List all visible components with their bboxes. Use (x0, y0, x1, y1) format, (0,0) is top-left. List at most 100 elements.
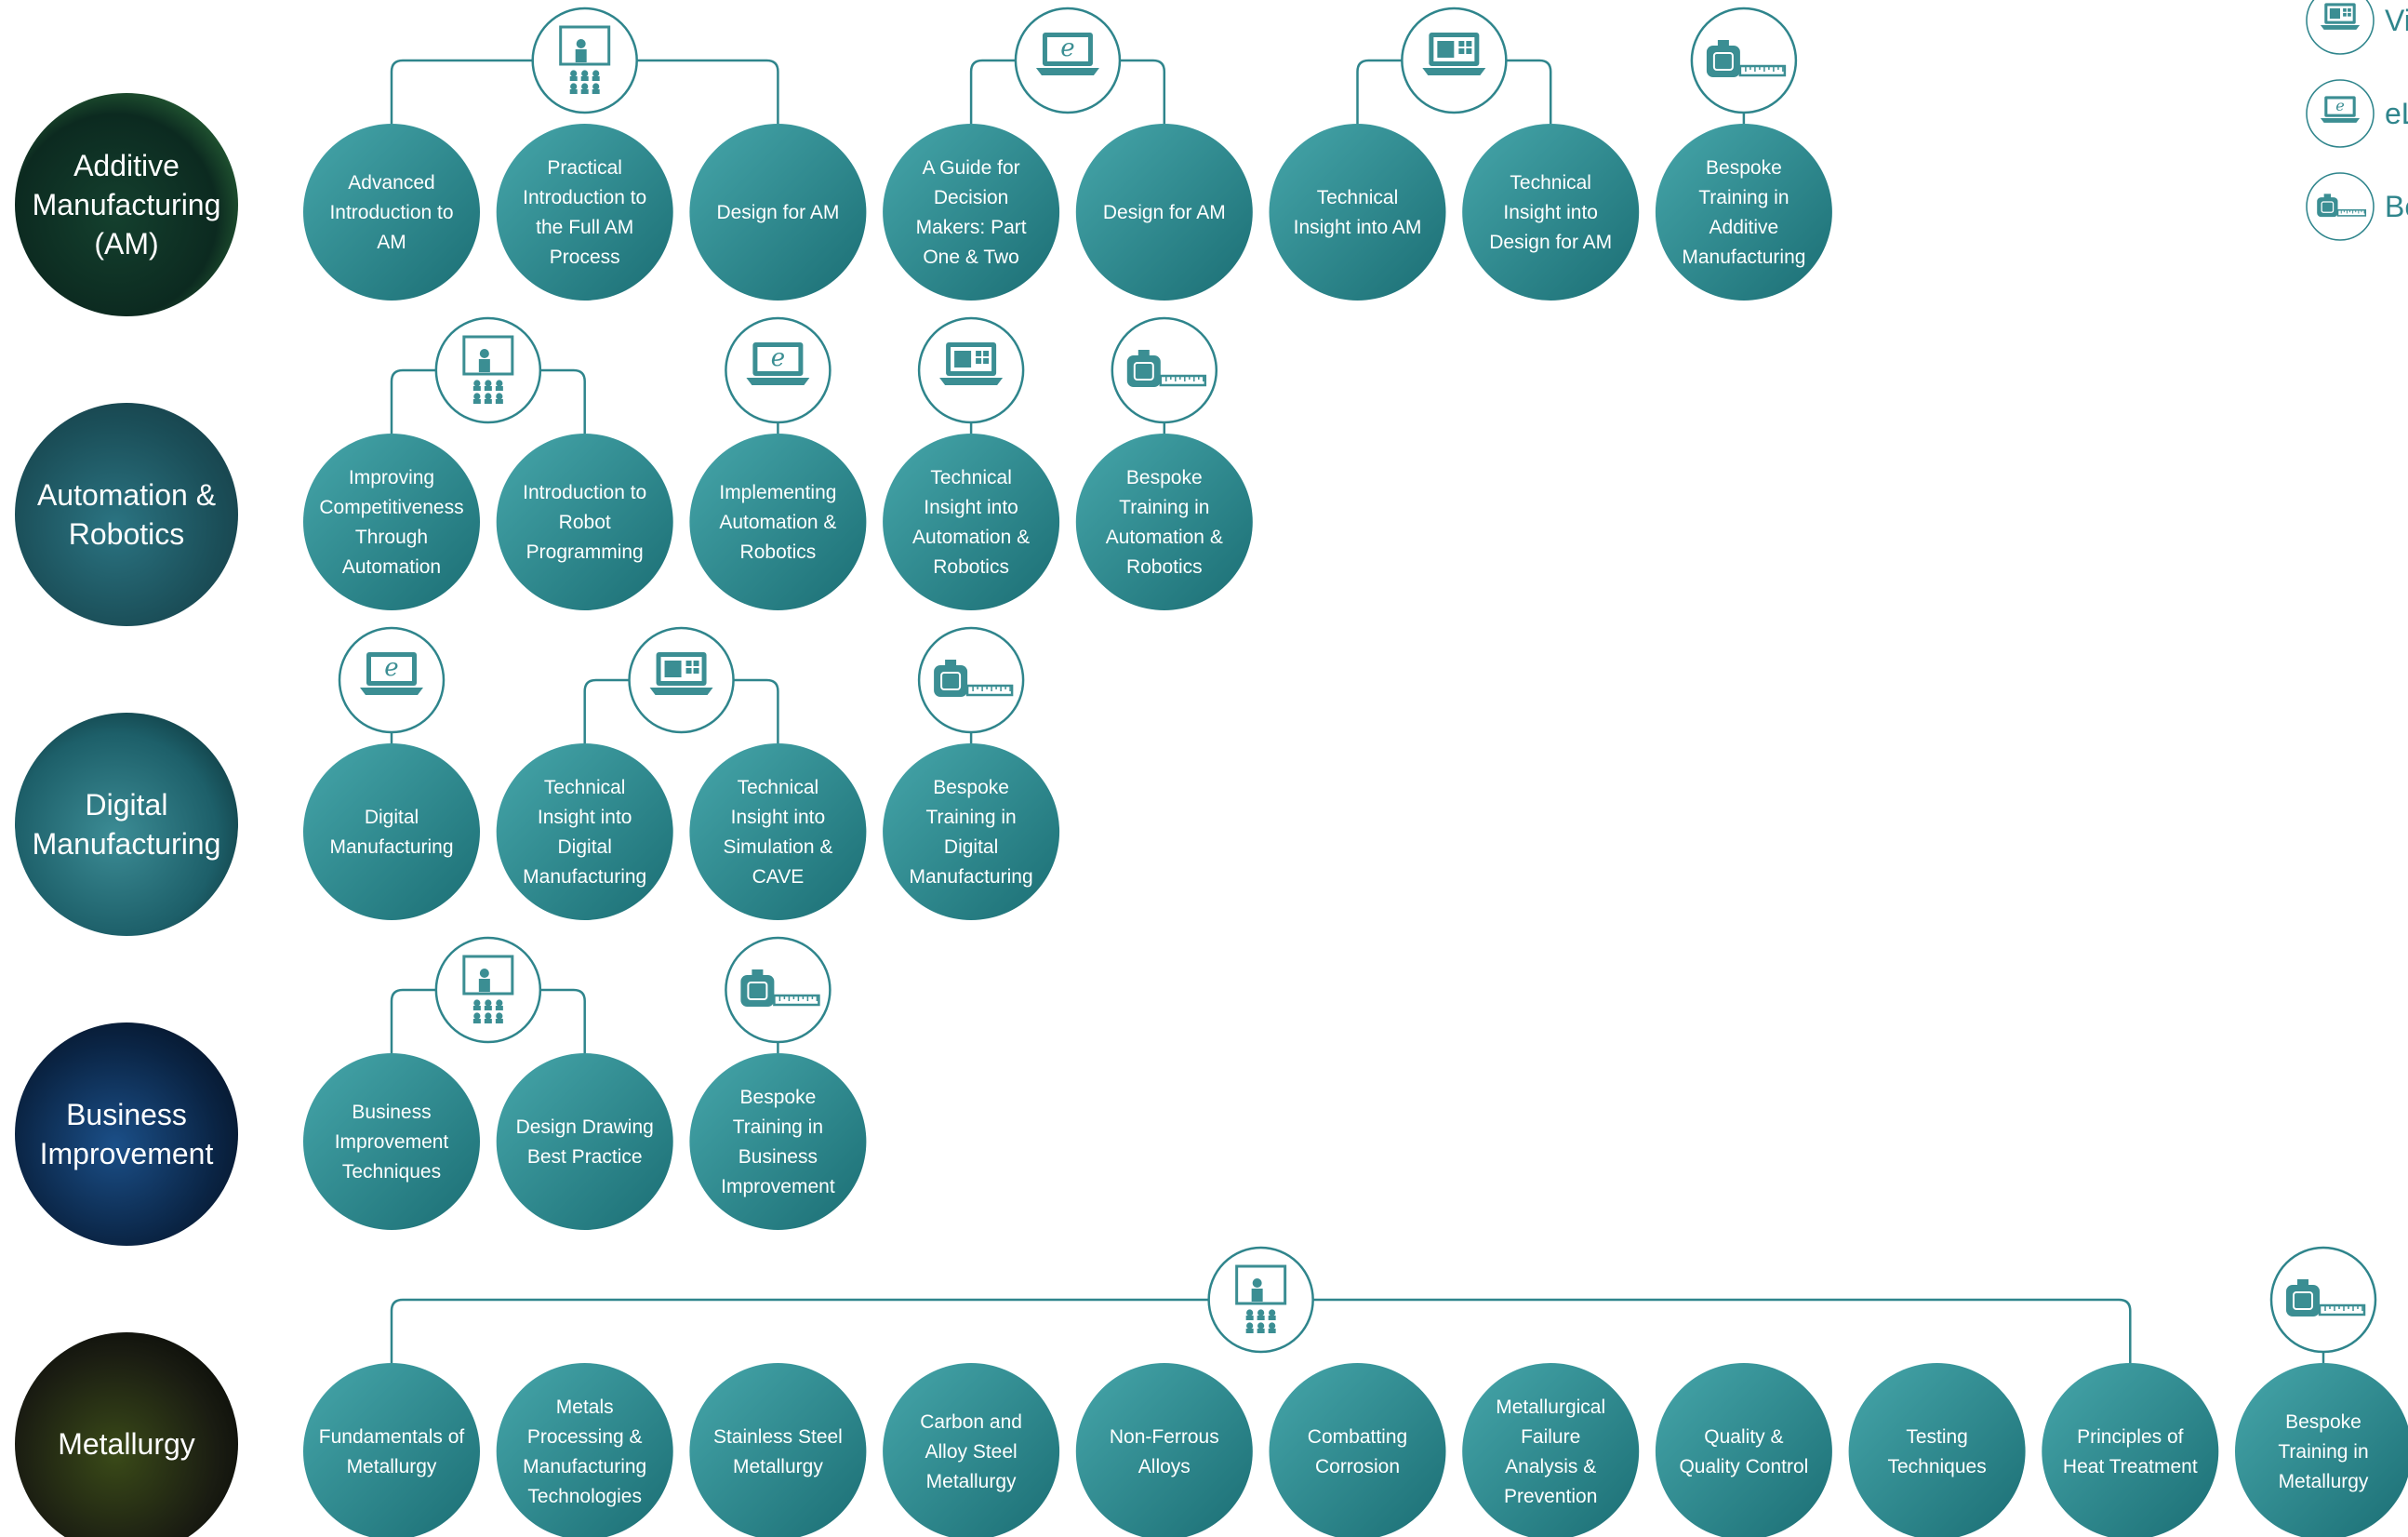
course-circle (496, 124, 673, 301)
course-circle (496, 743, 673, 920)
bespoke-icon (917, 626, 1025, 734)
course-circle (1655, 124, 1832, 301)
svg-text:e: e (2335, 97, 2345, 114)
classroom-icon (1207, 1246, 1314, 1354)
course-circle (303, 1363, 480, 1537)
course-circle (689, 743, 867, 920)
svg-text:e: e (771, 344, 785, 372)
legend-label: Be (2385, 190, 2408, 223)
virtual-classroom-icon (628, 626, 735, 734)
course-circle (883, 434, 1060, 610)
legend-label: Vi (2385, 4, 2408, 37)
bespoke-icon (1690, 7, 1798, 114)
elearning-icon: e (725, 316, 831, 424)
digital-manufacturing-photo (15, 713, 238, 936)
elearning-icon: e (338, 626, 446, 734)
virtual-classroom-icon (1401, 7, 1508, 114)
course-circle (689, 434, 867, 610)
category-node[interactable]: Automation &Robotics (15, 403, 238, 626)
category-label: Metallurgy (58, 1427, 195, 1461)
elearning-icon: e (1014, 7, 1122, 114)
course-label: Quality &Quality Control (1679, 1426, 1808, 1477)
svg-text:e: e (1060, 34, 1074, 62)
course-circle (883, 124, 1060, 301)
classroom-icon (531, 7, 638, 114)
course-circle (303, 434, 480, 610)
category-label: Automation &Robotics (37, 478, 216, 551)
virtual-classroom-icon (917, 316, 1025, 424)
svg-text:e: e (384, 654, 398, 682)
course-circle (303, 1053, 480, 1230)
classroom-icon (434, 316, 542, 424)
course-circle (1269, 124, 1446, 301)
course-node[interactable]: Quality &Quality Control (1655, 1363, 1832, 1537)
category-node[interactable]: Metallurgy (15, 1332, 238, 1537)
legend-item: eeL (2306, 79, 2408, 148)
format-icons: e e e (338, 7, 2377, 1354)
course-circle (1075, 434, 1253, 610)
course-circle (496, 1053, 673, 1230)
course-node[interactable]: Design for AM (1075, 124, 1253, 301)
additive-manufacturing-photo (15, 93, 238, 316)
course-node[interactable]: Design for AM (689, 124, 867, 301)
course-circle (2235, 1363, 2408, 1537)
course-circle (689, 1363, 867, 1537)
elearning-icon: e (2306, 79, 2375, 148)
